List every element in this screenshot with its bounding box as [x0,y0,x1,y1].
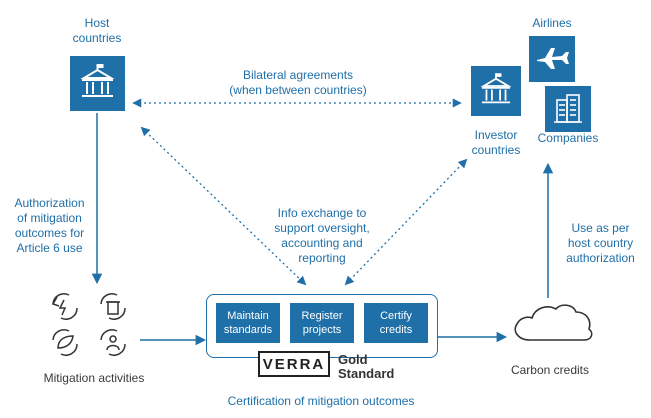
government-building-icon [480,73,512,104]
register-projects-box: Register projects [290,303,354,343]
info-exchange-label: Info exchange to support oversight, acco… [274,206,370,265]
info-arrow-right [344,158,468,286]
authorization-label: Authorization of mitigation outcomes for… [14,196,85,255]
cloud-icon [514,304,593,341]
recycle-people-icon [100,329,126,356]
airlines-tile [529,36,575,82]
recycle-leaf-icon [52,329,78,356]
companies-tile [545,86,591,132]
host-countries-label: Host countries [72,16,122,45]
carbon-credits-label: Carbon credits [510,363,590,377]
bilateral-label: Bilateral agreements (when between count… [229,68,367,97]
investor-building-tile [471,66,521,116]
verra-logo: VERRA [258,351,330,377]
airlines-label: Airlines [532,16,572,30]
host-building-tile [70,56,125,111]
companies-label: Companies [537,131,599,145]
maintain-standards-box: Maintain standards [216,303,280,343]
mitigation-label: Mitigation activities [43,371,145,385]
government-building-icon [80,64,115,97]
use-as-per-label: Use as per host country authorization [566,221,635,265]
airplane-icon [537,48,569,69]
office-building-icon [554,94,582,123]
mitigation-icons [51,293,126,356]
recycle-energy-icon [51,293,78,320]
certify-credits-box: Certify credits [364,303,428,343]
investor-countries-label: Investor countries [471,128,521,157]
gold-standard-logo: Gold Standard [338,352,395,381]
recycle-bin-icon [100,293,126,320]
certification-label: Certification of mitigation outcomes [227,394,415,408]
